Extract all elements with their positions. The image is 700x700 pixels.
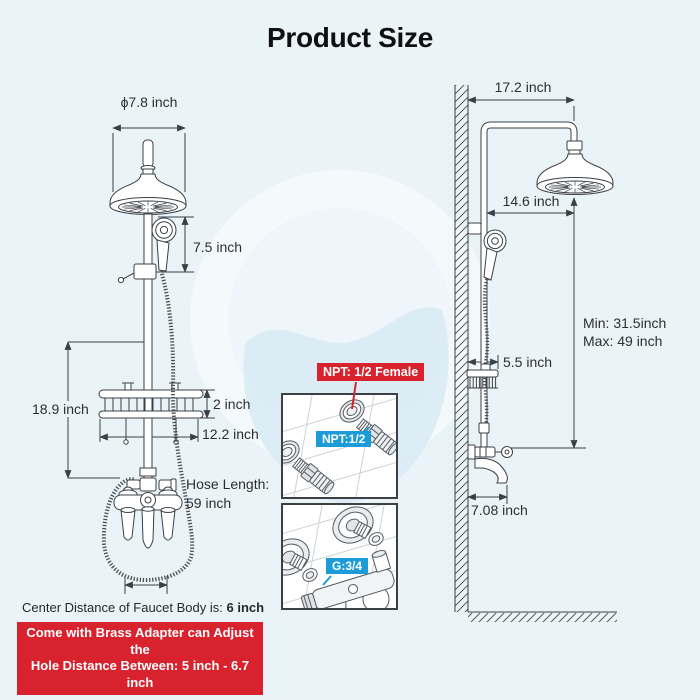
dim-pole-section: 18.9 inch <box>29 401 92 417</box>
diverter-and-spout <box>467 444 513 484</box>
dim-shelf-depth: 5.5 inch <box>503 354 553 370</box>
side-view-drawing <box>454 85 617 622</box>
handheld-shower-side <box>467 222 507 431</box>
brass-adapter-banner: Come with Brass Adapter can Adjust the H… <box>17 622 263 695</box>
inset-npt-detail <box>274 389 402 503</box>
hose-length-value: 59 inch <box>186 495 232 511</box>
g34-tag: G:3/4 <box>326 558 369 574</box>
npt-female-tag: NPT: 1/2 Female <box>317 363 425 381</box>
dim-min-height: Min: 31.5inch <box>583 315 667 331</box>
center-distance-label: Center Distance of Faucet Body is: <box>22 600 227 615</box>
side-dimension-lines <box>467 96 586 504</box>
dim-shelf-height: 2 inch <box>213 396 251 412</box>
npt-half-tag: NPT:1/2 <box>316 431 372 447</box>
banner-line1: Come with Brass Adapter can Adjust the <box>26 625 254 657</box>
dim-handheld-height: 7.5 inch <box>193 239 243 255</box>
dim-spout-reach: 7.08 inch <box>471 502 528 518</box>
center-distance-note: Center Distance of Faucet Body is: 6 inc… <box>22 600 264 615</box>
shower-pole <box>143 213 153 481</box>
banner-line2-label: Hole Distance Between: <box>30 658 182 673</box>
dim-head-diameter: ϕ7.8 inch <box>120 94 178 110</box>
dim-head-offset: 14.6 inch <box>502 193 560 209</box>
dim-max-height: Max: 49 inch <box>583 333 663 349</box>
page-title: Product Size <box>267 22 433 53</box>
slider-clamp <box>478 422 490 434</box>
handheld-shower <box>117 217 177 284</box>
faucet-body <box>113 467 183 549</box>
inset-g34-detail <box>268 498 402 619</box>
rain-shower-head-side <box>536 153 614 195</box>
soap-shelf-side <box>466 363 499 389</box>
rain-shower-head <box>109 139 187 215</box>
dim-shelf-width: 12.2 inch <box>202 426 259 442</box>
valve-drawing <box>268 498 402 619</box>
dim-top-reach: 17.2 inch <box>494 79 552 95</box>
wall-section <box>454 85 617 622</box>
hose-length-label: Hose Length: <box>186 476 270 492</box>
banner-line2-value: 5 inch - 6.7 inch <box>126 658 250 690</box>
center-distance-value: 6 inch <box>226 600 265 615</box>
shower-hose <box>101 270 195 583</box>
banner-line2: Hole Distance Between: 5 inch - 6.7 inch <box>17 658 263 691</box>
front-view-drawing <box>64 124 215 594</box>
